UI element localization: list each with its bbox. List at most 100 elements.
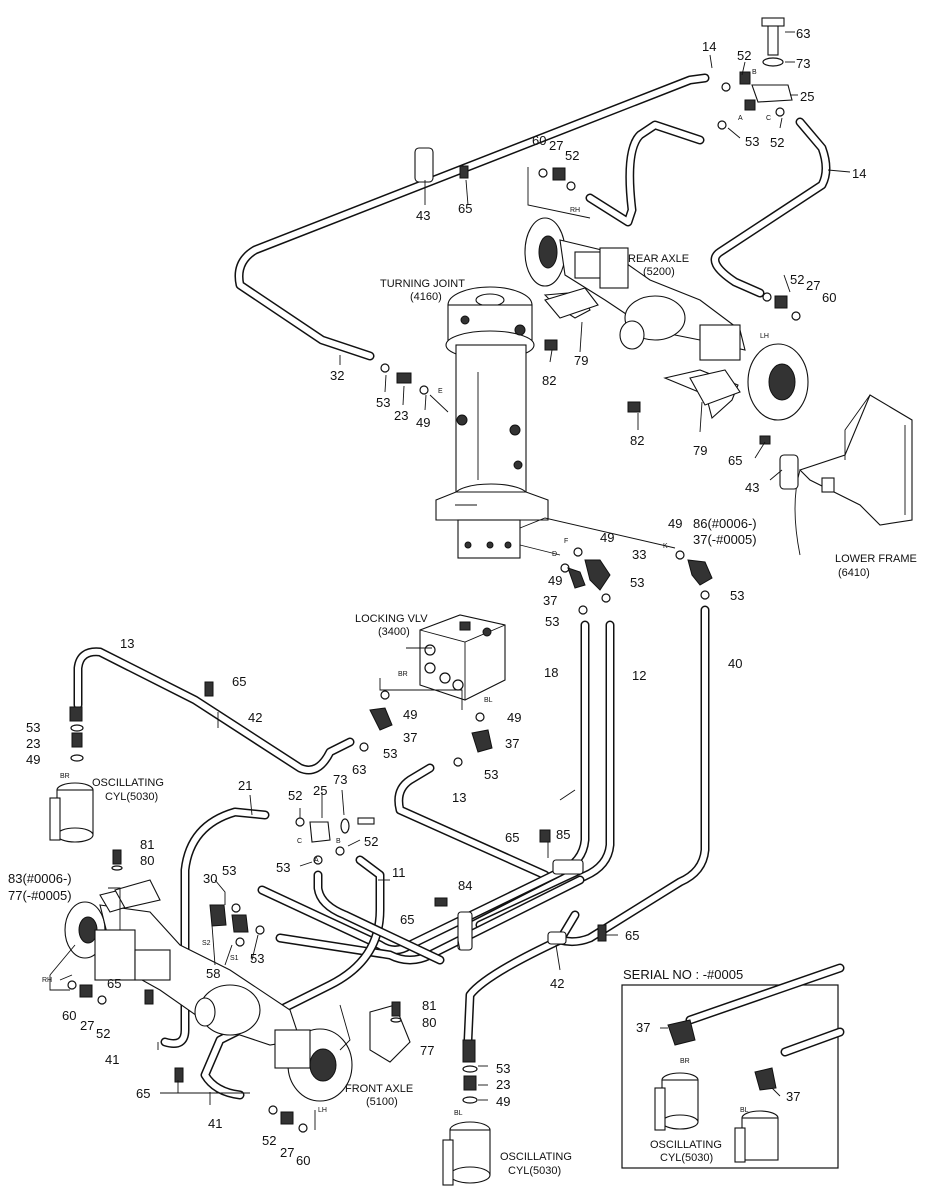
osc-cylinder-left bbox=[49, 782, 94, 843]
side-mark: RH bbox=[42, 977, 52, 984]
part-callout: 37 bbox=[403, 730, 417, 745]
lower-frame-name: LOWER FRAME bbox=[835, 553, 917, 565]
part-callout: 49 bbox=[26, 752, 40, 767]
part-callout: 81 bbox=[422, 998, 436, 1013]
part-callout: 65 bbox=[458, 201, 472, 216]
leader-lines bbox=[49, 31, 851, 1130]
port-mark: F bbox=[564, 538, 568, 545]
part-callout: 60 bbox=[62, 1008, 76, 1023]
lower-frame-code: (6410) bbox=[838, 567, 870, 579]
part-callout: 37 bbox=[636, 1020, 650, 1035]
side-mark: LH bbox=[318, 1107, 327, 1114]
part-callout: 25 bbox=[800, 89, 814, 104]
part-callout: 80 bbox=[422, 1015, 436, 1030]
part-callout: 73 bbox=[333, 772, 347, 787]
port-mark: BR bbox=[680, 1058, 690, 1065]
part-callout: 85 bbox=[556, 827, 570, 842]
component-captions: TURNING JOINT (4160) REAR AXLE (5200) LO… bbox=[92, 253, 917, 1177]
side-mark: LH bbox=[760, 333, 769, 340]
port-mark: C bbox=[297, 838, 302, 845]
part-callout: 73 bbox=[796, 56, 810, 71]
osc-cyl-inset-code: CYL(5030) bbox=[660, 1152, 713, 1164]
port-mark: C bbox=[766, 115, 771, 122]
serial-inset bbox=[621, 963, 845, 1169]
rear-axle bbox=[524, 217, 809, 421]
part-callout: 49 bbox=[668, 516, 682, 531]
part-callout: 79 bbox=[574, 353, 588, 368]
inset-title: SERIAL NO : -#0005 bbox=[623, 967, 743, 982]
part-callout: 23 bbox=[496, 1077, 510, 1092]
front-axle bbox=[64, 884, 411, 1102]
part-callout: 27 bbox=[80, 1018, 94, 1033]
part-callout: 23 bbox=[394, 408, 408, 423]
part-callout: 27 bbox=[806, 278, 820, 293]
part-callout: 60 bbox=[532, 133, 546, 148]
lower-frame bbox=[794, 394, 913, 556]
part-callout: 77 bbox=[420, 1043, 434, 1058]
part-callout: 52 bbox=[262, 1133, 276, 1148]
port-mark: BL bbox=[484, 697, 493, 704]
part-callout: 30 bbox=[203, 871, 217, 886]
osc-cyl-inset-name: OSCILLATING bbox=[650, 1139, 722, 1151]
osc-cyl-bottom-name: OSCILLATING bbox=[500, 1151, 572, 1163]
part-callout: 53 bbox=[376, 395, 390, 410]
side-mark: RH bbox=[570, 207, 580, 214]
part-callout: 40 bbox=[728, 656, 742, 671]
part-callout: 84 bbox=[458, 878, 472, 893]
osc-cyl-left-code: CYL(5030) bbox=[105, 791, 158, 803]
part-callout: 33 bbox=[632, 547, 646, 562]
port-mark: E bbox=[438, 388, 443, 395]
port-mark: D bbox=[552, 551, 557, 558]
part-callout: 53 bbox=[484, 767, 498, 782]
part-callout: 65 bbox=[107, 976, 121, 991]
port-marks: A B C E F D K A B C S1 S2 RH LH RH LH BR… bbox=[42, 69, 771, 1117]
port-mark: B bbox=[752, 69, 757, 76]
rear-axle-name: REAR AXLE bbox=[628, 253, 689, 265]
part-callout: 41 bbox=[208, 1116, 222, 1131]
part-callout: 43 bbox=[745, 480, 759, 495]
part-callout: 82 bbox=[542, 373, 556, 388]
part-callout: 65 bbox=[136, 1086, 150, 1101]
part-callout: 14 bbox=[702, 39, 716, 54]
part-callout: 49 bbox=[403, 707, 417, 722]
part-callout: 42 bbox=[550, 976, 564, 991]
part-callout: 53 bbox=[26, 720, 40, 735]
rear-axle-code: (5200) bbox=[643, 266, 675, 278]
part-callout: 82 bbox=[630, 433, 644, 448]
part-callout: 14 bbox=[852, 166, 866, 181]
port-mark: BL bbox=[454, 1110, 463, 1117]
part-callout: 53 bbox=[630, 575, 644, 590]
part-callout: 42 bbox=[248, 710, 262, 725]
part-callout: 65 bbox=[625, 928, 639, 943]
part-callout: 52 bbox=[790, 272, 804, 287]
port-mark: A bbox=[738, 115, 743, 122]
part-callout: 53 bbox=[222, 863, 236, 878]
part-callout: 65 bbox=[400, 912, 414, 927]
part-callout: 65 bbox=[505, 830, 519, 845]
part-callout: 60 bbox=[822, 290, 836, 305]
port-mark: B bbox=[336, 838, 341, 845]
hose-network bbox=[73, 73, 831, 1100]
part-callout: 52 bbox=[565, 148, 579, 163]
part-callout: 63 bbox=[352, 762, 366, 777]
port-mark: S2 bbox=[202, 940, 211, 947]
part-callout: 49 bbox=[496, 1094, 510, 1109]
part-callout: 25 bbox=[313, 783, 327, 798]
part-callout: 58 bbox=[206, 966, 220, 981]
part-callout: 63 bbox=[796, 26, 810, 41]
part-callout: 37(-#0005) bbox=[693, 532, 757, 547]
part-callout: 52 bbox=[288, 788, 302, 803]
part-callout: 65 bbox=[232, 674, 246, 689]
port-mark: A bbox=[314, 857, 319, 864]
port-mark: K bbox=[663, 543, 668, 550]
part-callout: 53 bbox=[745, 134, 759, 149]
part-callout: 53 bbox=[545, 614, 559, 629]
part-callout: 21 bbox=[238, 778, 252, 793]
part-callout: 52 bbox=[96, 1026, 110, 1041]
port-mark: BL bbox=[740, 1107, 749, 1114]
part-callout: 81 bbox=[140, 837, 154, 852]
part-callout: 49 bbox=[600, 530, 614, 545]
part-callout: 13 bbox=[120, 636, 134, 651]
locking-valve bbox=[419, 614, 506, 701]
